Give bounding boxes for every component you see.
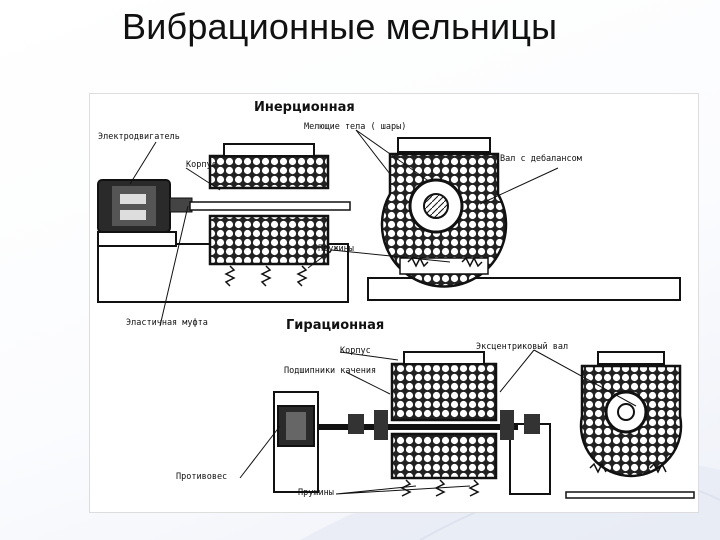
label-bearings: Подшипники качения	[284, 366, 377, 376]
label-counterweight: Противовес	[176, 472, 228, 482]
leader-lines	[129, 129, 637, 495]
label-springs: Пружины	[318, 244, 354, 254]
mills-diagram: Инерционная Электродвигатель Корпус Мелю…	[89, 93, 699, 513]
motor-icon	[97, 179, 193, 233]
label-unbalanced-shaft: Вал с дебалансом	[500, 154, 582, 164]
label-elastic-coupling: Эластичная муфта	[126, 318, 208, 328]
gyration-mill-side-view	[273, 351, 551, 497]
label-grinding-bodies: Мелющие тела ( шары)	[304, 122, 407, 132]
inertial-mill-cross-section	[367, 137, 681, 301]
page-title: Вибрационные мельницы	[122, 6, 558, 47]
label-gyration-springs: Пружины	[298, 488, 334, 498]
label-eccentric-shaft: Эксцентриковый вал	[476, 342, 569, 352]
gyration-mill-cross-section	[565, 351, 695, 499]
label-gyration-body: Корпус	[340, 346, 371, 356]
label-body: Корпус	[186, 160, 217, 170]
diagram-drawing	[97, 129, 695, 499]
gyration-heading: Гирационная	[286, 318, 385, 333]
inertial-mill-side-view	[97, 143, 351, 303]
gyration-motor-icon	[277, 405, 315, 447]
inertial-heading: Инерционная	[254, 100, 355, 115]
label-motor: Электродвигатель	[98, 132, 180, 142]
